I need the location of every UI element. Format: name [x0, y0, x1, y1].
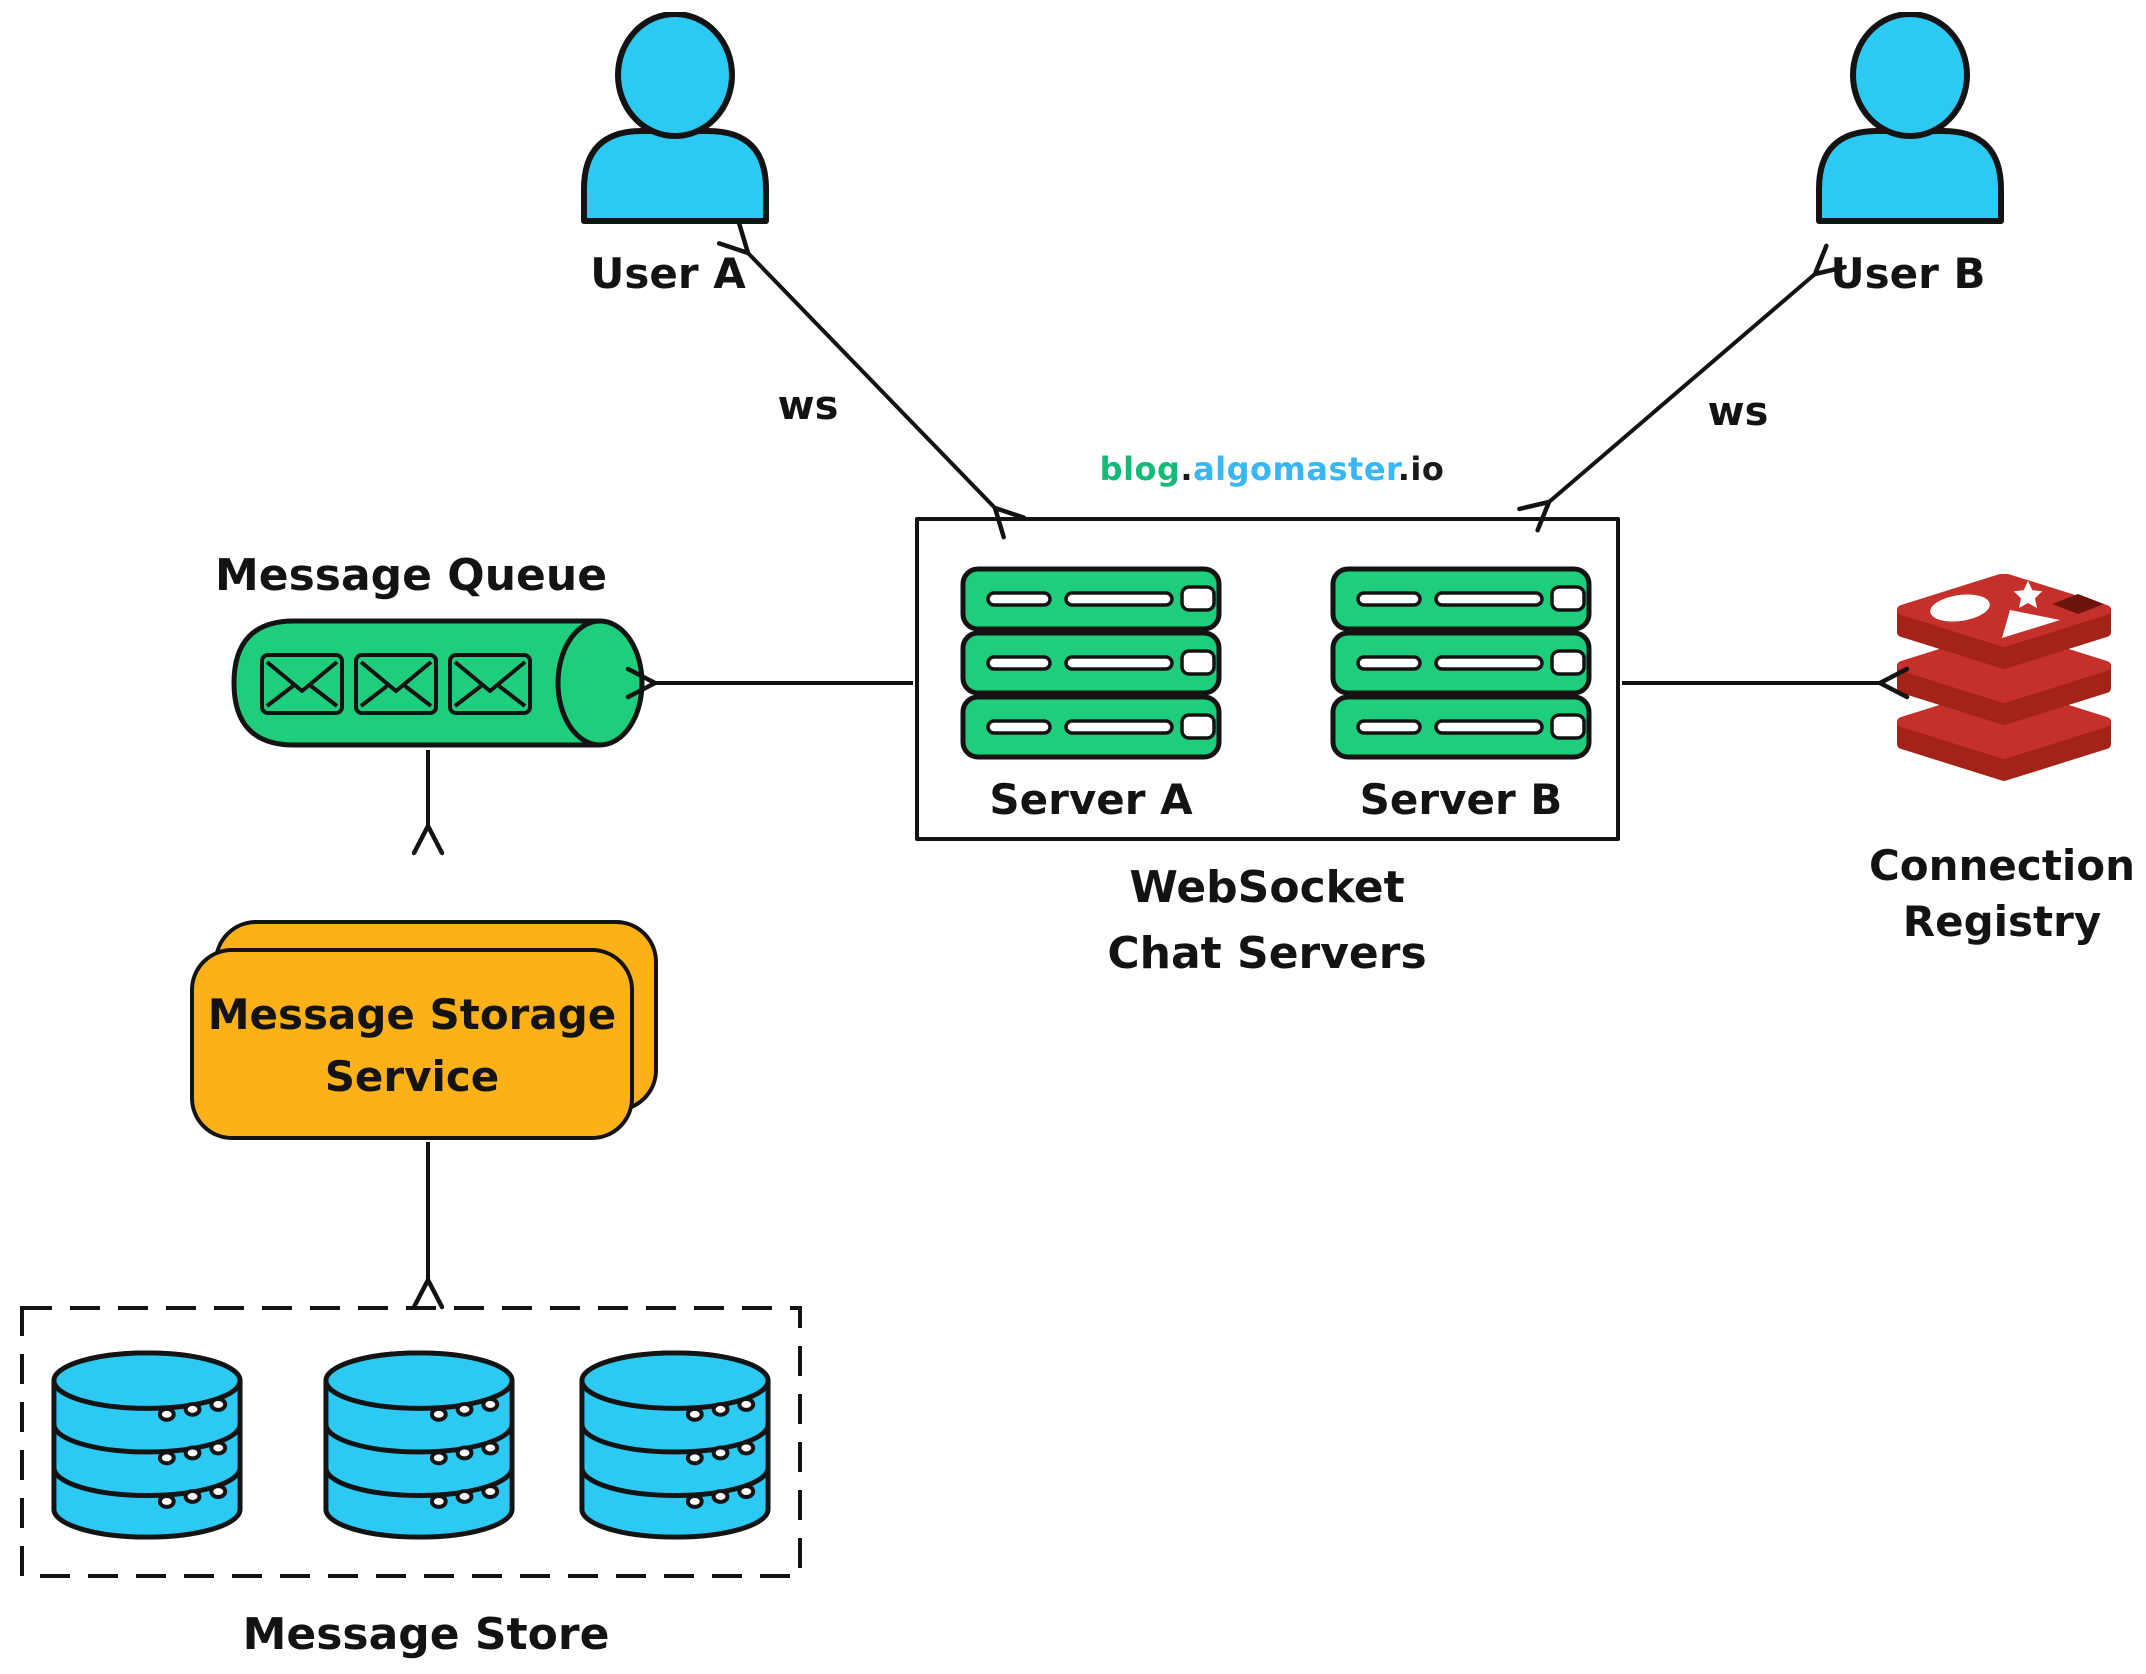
server-unit-icon	[1330, 566, 1592, 632]
watermark-tld: .io	[1397, 450, 1445, 488]
server-unit-icon	[960, 694, 1222, 760]
message-queue-label: Message Queue	[214, 550, 608, 601]
message-storage-service-card	[190, 948, 634, 1140]
server-a-label: Server A	[989, 775, 1193, 824]
redis-icon	[1897, 574, 2111, 781]
watermark-blog: blog	[1099, 450, 1181, 488]
server-b-label: Server B	[1359, 775, 1563, 824]
user-a-icon	[581, 12, 769, 224]
database-icon	[579, 1350, 771, 1540]
message-store-label: Message Store	[242, 1609, 610, 1660]
message-queue-icon	[231, 618, 645, 748]
server-unit-icon	[1330, 630, 1592, 696]
watermark-dot: .	[1180, 450, 1194, 488]
message-storage-service-label: Message Storage Service	[207, 990, 617, 1101]
user-b-label: User B	[1830, 249, 1986, 298]
server-unit-icon	[960, 630, 1222, 696]
envelope-icon	[354, 653, 438, 715]
server-unit-icon	[960, 566, 1222, 632]
server-rack-b-icon	[1330, 566, 1592, 760]
chat-servers-caption: WebSocket Chat Servers	[1107, 862, 1427, 979]
connection-registry-label: Connection Registry	[1868, 841, 2136, 946]
watermark: blog.algomaster.io	[1072, 450, 1472, 488]
ws-label-right: ws	[1707, 389, 1769, 435]
envelope-icon	[260, 653, 344, 715]
server-rack-a-icon	[960, 566, 1222, 760]
database-icon	[323, 1350, 515, 1540]
user-a-label: User A	[590, 249, 746, 298]
server-unit-icon	[1330, 694, 1592, 760]
user-b-icon	[1816, 12, 2004, 224]
ws-label-left: ws	[777, 383, 839, 429]
watermark-domain: algomaster	[1193, 450, 1398, 488]
database-icon	[51, 1350, 243, 1540]
envelope-icon	[448, 653, 532, 715]
